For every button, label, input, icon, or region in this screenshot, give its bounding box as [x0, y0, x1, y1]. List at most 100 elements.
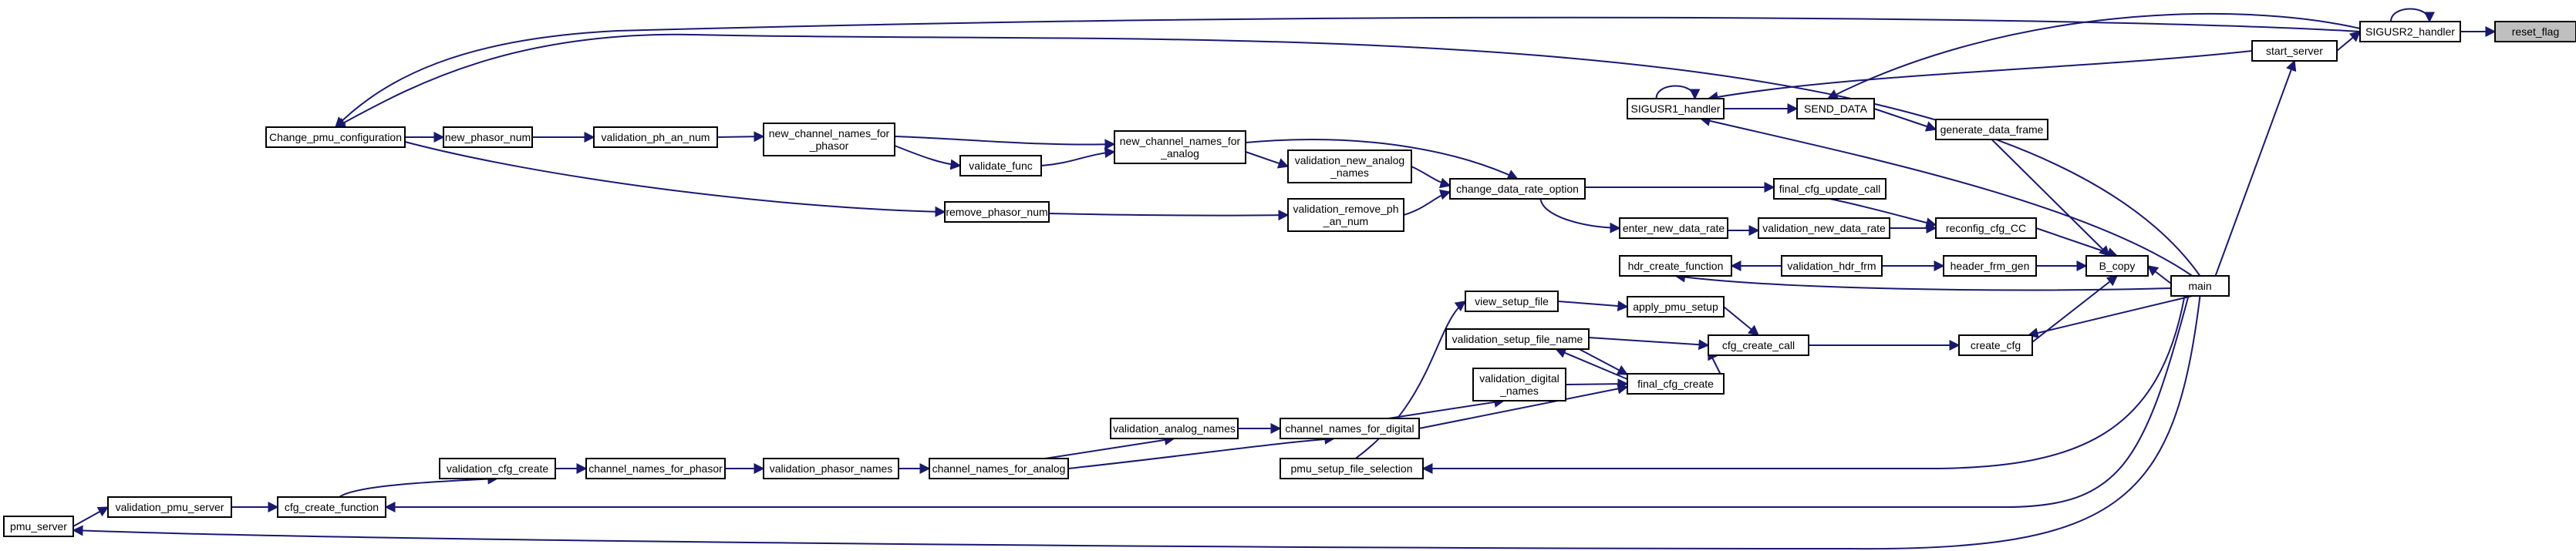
node-validation-hdr-frm[interactable]: validation_hdr_frm — [1781, 255, 1883, 277]
edge-ncna-vna — [1245, 151, 1290, 169]
node-apply-pmu-setup[interactable]: apply_pmu_setup — [1627, 296, 1725, 317]
edge-ncnp-ncna — [894, 136, 1116, 150]
node-validate-func[interactable]: validate_func — [959, 155, 1042, 176]
node-box — [2359, 21, 2461, 42]
node-box — [277, 496, 386, 518]
node-change-pmu-configuration[interactable]: Change_pmu_configuration — [265, 126, 406, 148]
node-label: create_cfg — [1971, 339, 2021, 351]
node-label: final_cfg_update_call — [1779, 183, 1881, 195]
edge-cnfa-cnfd — [1067, 433, 1336, 469]
node-box — [1627, 98, 1725, 119]
node-new-phasor-num[interactable]: new_phasor_num — [443, 126, 533, 148]
node-box — [1445, 328, 1590, 350]
node-box — [763, 458, 899, 479]
node-new-channel-names-for-analog[interactable]: new_channel_names_for_analog — [1114, 130, 1246, 164]
node-reconfig-cfg-cc[interactable]: reconfig_cfg_CC — [1935, 217, 2037, 239]
node-channel-names-for-analog[interactable]: channel_names_for_analog — [929, 458, 1069, 479]
edge-main-changepmu — [334, 33, 2201, 277]
node-label: validation_phasor_names — [770, 462, 893, 475]
node-sigusr1[interactable]: SIGUSR1_handler — [1627, 98, 1725, 119]
node-box — [1280, 418, 1420, 439]
node-final-cfg-create[interactable]: final_cfg_create — [1627, 373, 1725, 395]
edge-start-sigusr1 — [1707, 50, 2253, 102]
edge-ncnp-valid — [894, 145, 962, 170]
node-box — [1708, 334, 1809, 356]
edge-main-bcopy — [2146, 265, 2172, 284]
node-cfg-create-function[interactable]: cfg_create_function — [277, 496, 386, 518]
node-box — [1287, 150, 1412, 183]
node-cfg-create-call[interactable]: cfg_create_call — [1708, 334, 1809, 356]
node-label: generate_data_frame — [1940, 123, 2044, 136]
node-label: new_channel_names_for — [1120, 135, 1241, 147]
node-label: main — [2188, 280, 2211, 292]
node-final-cfg-update-call[interactable]: final_cfg_update_call — [1773, 178, 1886, 200]
node-label: SIGUSR2_handler — [2365, 25, 2455, 38]
edge-vdn-fcc — [1565, 378, 1629, 390]
node-label: _analog — [1160, 147, 1199, 160]
node-pmu-setup-file-selection[interactable]: pmu_setup_file_selection — [1280, 458, 1424, 479]
node-start-server[interactable]: start_server — [2251, 40, 2338, 62]
node-validation-setup-file-name[interactable]: validation_setup_file_name — [1445, 328, 1590, 350]
node-hdr-create-function[interactable]: hdr_create_function — [1619, 255, 1732, 277]
node-channel-names-for-phasor[interactable]: channel_names_for_phasor — [585, 458, 726, 479]
node-box — [1472, 368, 1566, 401]
edge-aps-ccc — [1723, 306, 1760, 336]
edge-cdro-endr — [1539, 198, 1621, 234]
edge-cnfd-fcc — [1418, 383, 1629, 429]
node-validation-analog-names[interactable]: validation_analog_names — [1110, 418, 1239, 439]
node-b-copy[interactable]: B_copy — [2085, 255, 2149, 277]
node-label: validation_setup_file_name — [1452, 333, 1583, 345]
node-box — [959, 155, 1042, 176]
node-sigusr2[interactable]: SIGUSR2_handler — [2359, 21, 2461, 42]
edge-sigusr2-senddata — [1826, 12, 2361, 99]
node-box — [443, 126, 533, 148]
node-label: validation_ph_an_num — [602, 131, 710, 143]
node-change-data-rate-option[interactable]: change_data_rate_option — [1449, 178, 1586, 200]
node-pmu-server[interactable]: pmu_server — [3, 516, 74, 537]
node-validation-remove-ph-an-num[interactable]: validation_remove_ph_an_num — [1287, 198, 1404, 232]
node-generate-data-frame[interactable]: generate_data_frame — [1935, 119, 2048, 140]
node-send-data[interactable]: SEND_DATA — [1796, 98, 1875, 119]
node-box — [1110, 418, 1239, 439]
edge-cnfa-van — [1044, 435, 1175, 459]
node-validation-cfg-create[interactable]: validation_cfg_create — [439, 458, 556, 479]
node-label: _names — [1499, 385, 1539, 397]
node-label: _names — [1330, 166, 1369, 179]
edge-vsfn-fcc — [1579, 348, 1629, 375]
node-remove-phasor-num[interactable]: remove_phasor_num — [944, 201, 1050, 223]
edge-start-sigusr2 — [2336, 31, 2362, 52]
node-label: validation_digital — [1479, 372, 1559, 385]
node-label: channel_names_for_digital — [1285, 422, 1414, 435]
node-box — [1781, 255, 1883, 277]
node-reset-flag[interactable]: reset_flag — [2494, 21, 2576, 42]
node-validation-ph-an-num[interactable]: validation_ph_an_num — [593, 126, 718, 148]
node-validation-new-analog-names[interactable]: validation_new_analog_names — [1287, 150, 1412, 183]
node-new-channel-names-for-phasor[interactable]: new_channel_names_for_phasor — [763, 123, 895, 156]
edge-main-hdr — [1674, 271, 2172, 291]
node-validation-digital-names[interactable]: validation_digital_names — [1472, 368, 1566, 401]
node-view-setup-file[interactable]: view_setup_file — [1465, 291, 1559, 312]
node-enter-new-data-rate[interactable]: enter_new_data_rate — [1619, 217, 1728, 239]
node-validation-phasor-names[interactable]: validation_phasor_names — [763, 458, 899, 479]
edge-pmu-vps — [72, 506, 110, 527]
node-header-frm-gen[interactable]: header_frm_gen — [1943, 255, 2037, 277]
node-label: new_phasor_num — [445, 131, 531, 143]
node-channel-names-for-digital[interactable]: channel_names_for_digital — [1280, 418, 1420, 439]
node-box — [1465, 291, 1559, 312]
edge-main-start — [2214, 59, 2297, 277]
edge-main-createcfg — [2027, 295, 2193, 338]
node-box — [1114, 130, 1246, 164]
edge-ncna-cdro — [1245, 139, 1519, 180]
node-label: cfg_create_function — [285, 501, 379, 513]
edge-fcc-vsfn — [1555, 348, 1628, 380]
node-label: SIGUSR1_handler — [1631, 102, 1721, 115]
node-main[interactable]: main — [2170, 275, 2230, 297]
node-box — [1287, 198, 1404, 232]
node-validation-pmu-server[interactable]: validation_pmu_server — [107, 496, 232, 518]
edge-valid-ncna — [1040, 147, 1116, 166]
node-create-cfg[interactable]: create_cfg — [1958, 334, 2033, 356]
edge-vsf-aps — [1557, 301, 1629, 312]
node-validation-new-data-rate[interactable]: validation_new_data_rate — [1758, 217, 1890, 239]
edge-valph-ncnp — [716, 131, 765, 143]
